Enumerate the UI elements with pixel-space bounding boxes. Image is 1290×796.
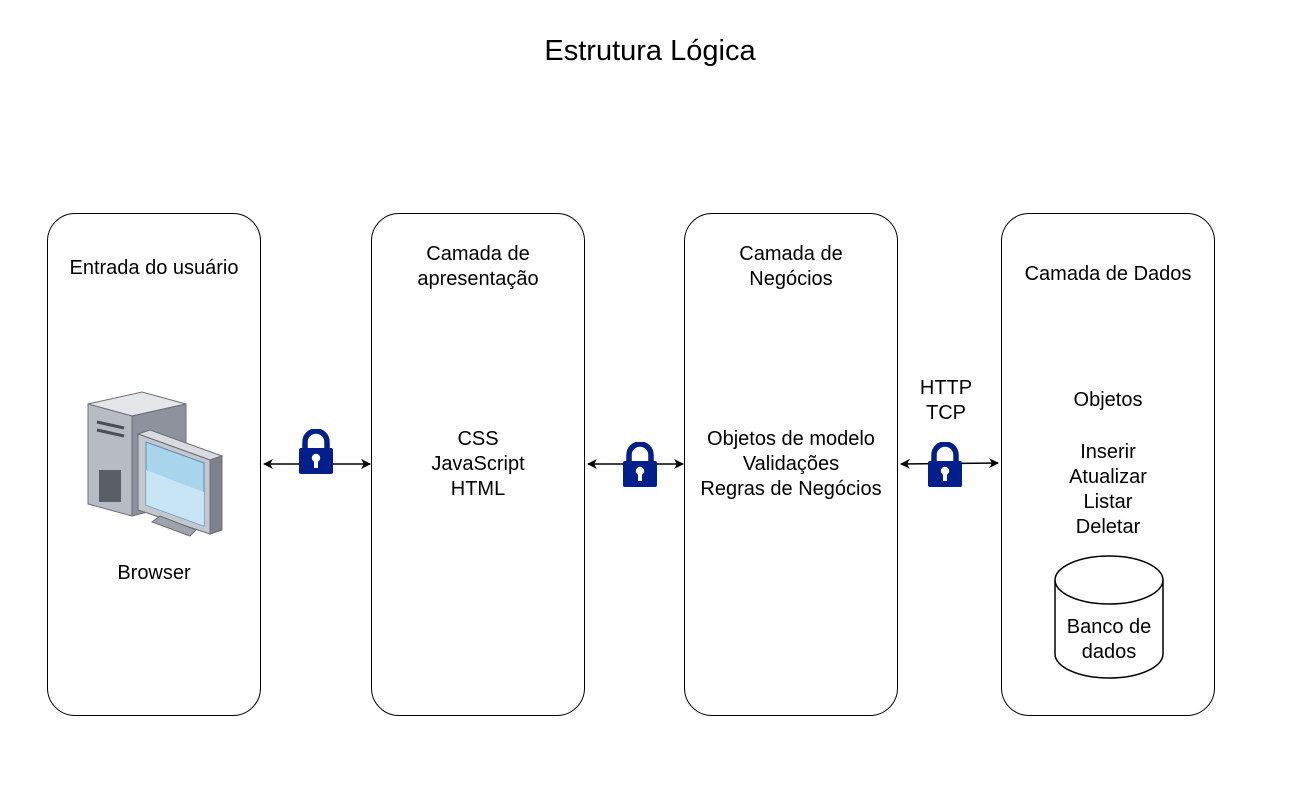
data-operations: Inserir Atualizar Listar Deletar [1002,440,1214,540]
connector-presentation-business [587,444,684,487]
list-item: JavaScript [431,453,525,475]
browser-label: Browser [117,562,191,584]
list-item: Listar [1083,491,1133,513]
padlock-icon [928,444,962,487]
list-item: Objetos de modelo [707,428,875,450]
protocol-label: HTTP TCP [919,377,973,424]
data-header: Objetos [1073,389,1143,411]
panel-title: Entrada do usuário [69,257,239,279]
business-items: Objetos de modelo Validações Regras de N… [685,427,897,502]
presentation-items: CSS JavaScript HTML [372,427,584,502]
panel-title: Camada de Dados [1024,263,1192,285]
panel-business-layer: Camada de Negócios Objetos de modelo Val… [684,213,898,716]
list-item: Validações [742,453,840,475]
list-item: HTML [450,478,506,500]
list-item: Deletar [1075,516,1141,538]
list-item: Inserir [1080,441,1136,463]
panel-title: Camada de Negócios [739,243,843,290]
list-item: Atualizar [1069,466,1147,488]
database-label: Banco de dados [1066,616,1152,663]
list-item: Regras de Negócios [700,478,882,500]
diagram-title: Estrutura Lógica [544,35,756,67]
computer-icon [87,391,224,537]
connector-business-data [900,444,999,487]
list-item: CSS [457,428,499,450]
padlock-icon [299,431,333,474]
database-icon [1054,555,1164,679]
panel-title: Camada de apresentação [417,243,539,290]
connector-input-presentation [263,431,371,474]
padlock-icon [623,444,657,487]
panel-presentation-layer: Camada de apresentação CSS JavaScript HT… [371,213,585,716]
